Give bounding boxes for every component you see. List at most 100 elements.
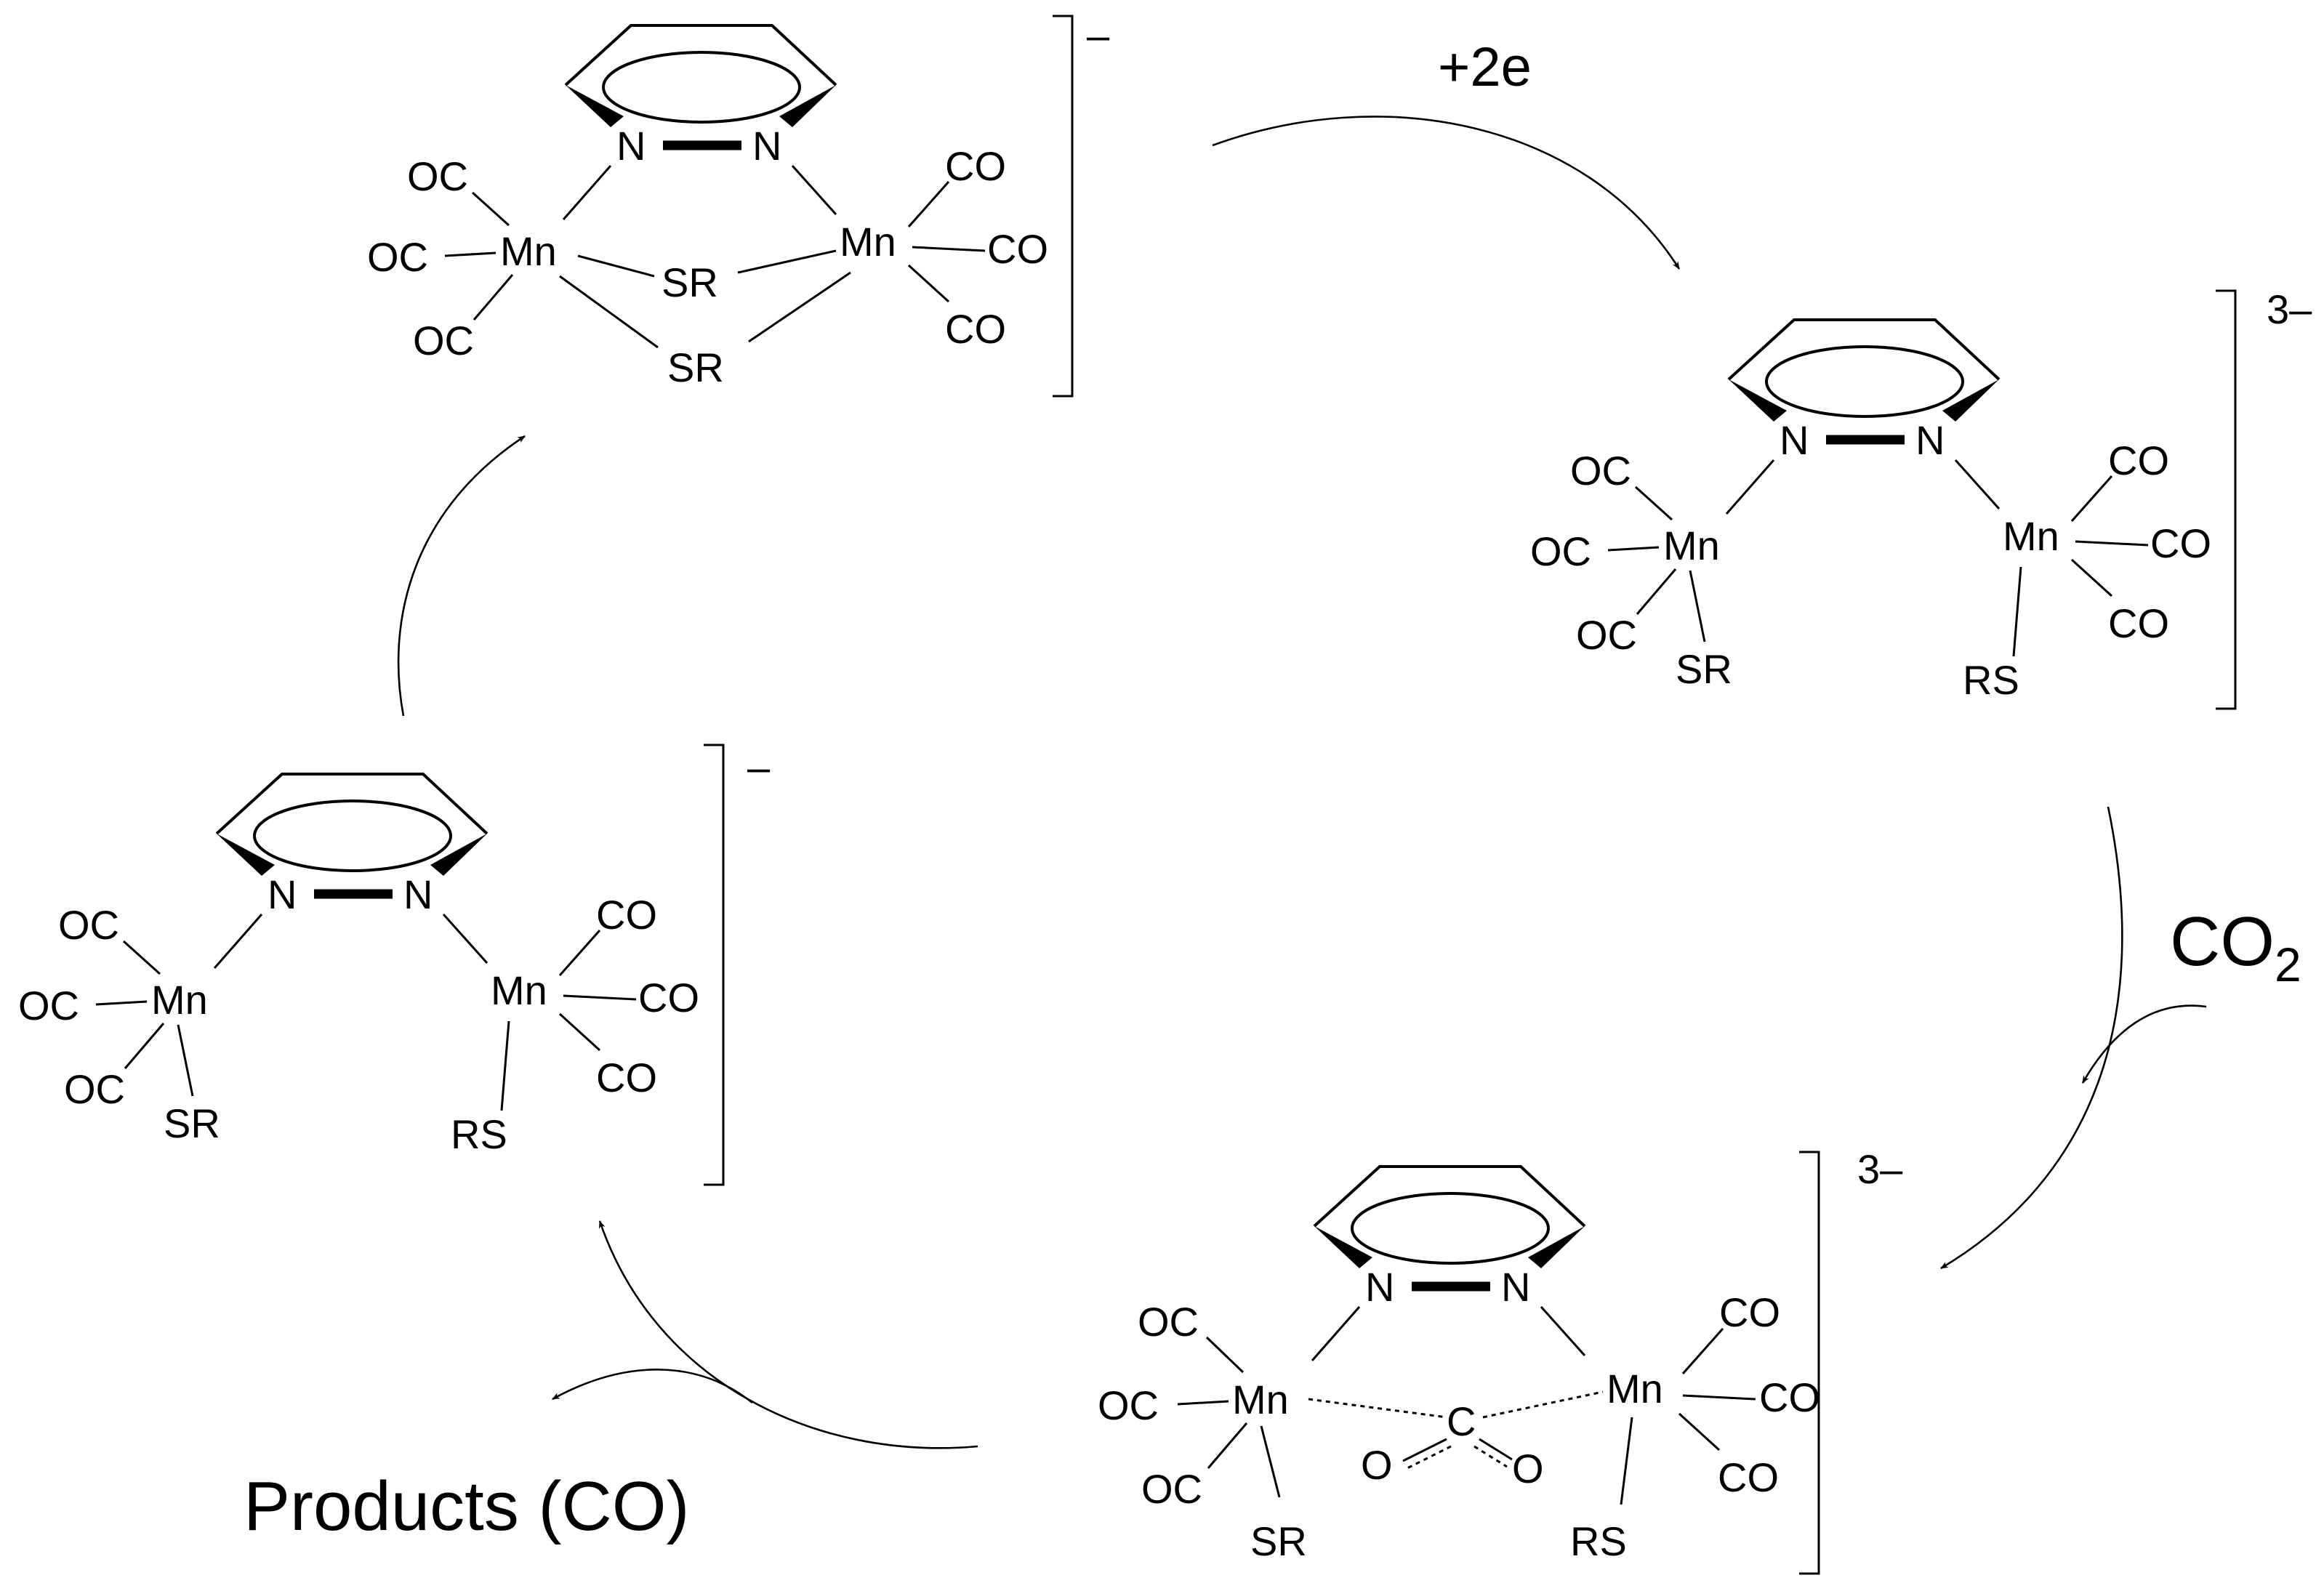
bond-mn-co-2	[1682, 1394, 1756, 1401]
co2-label: CO2	[2170, 903, 2301, 991]
ligand-co-3: CO	[945, 306, 1006, 352]
arrow-top-to-right	[1212, 116, 1681, 270]
bridge-sr-2: SR	[667, 345, 724, 390]
atom-mn-right: Mn	[1607, 1366, 1663, 1411]
co2-label-main: CO	[2170, 903, 2275, 980]
bond-mn-rs	[1620, 1417, 1633, 1505]
ligand-co-2: CO	[987, 226, 1048, 272]
atom-n-right: N	[403, 871, 433, 917]
bond-mn-sr	[1689, 570, 1706, 643]
charge-label: 3–	[1857, 1146, 1903, 1192]
bond-mn-oc-3	[124, 1023, 165, 1069]
atom-n-left: N	[1365, 1264, 1394, 1310]
bond-mn-co-1	[558, 930, 601, 976]
bond-mn-oc-2	[1177, 1400, 1229, 1406]
products-label: Products (CO)	[244, 1467, 689, 1545]
co2-carbon: C	[1447, 1398, 1476, 1444]
bond-mn-co-2	[563, 994, 637, 1001]
bond-mn-oc-3	[1207, 1422, 1248, 1469]
ring-aromatic-circle	[602, 51, 801, 124]
electrons-label: +2e	[1438, 36, 1532, 98]
ring-outline	[1727, 318, 2001, 381]
bond-sr1-mn-right	[737, 249, 837, 274]
ligand-oc-2: OC	[1530, 528, 1591, 574]
ligand-co-1: CO	[2108, 438, 2169, 483]
charge-bracket	[1053, 15, 1074, 398]
atom-mn-right: Mn	[491, 967, 547, 1013]
ligand-oc-2: OC	[18, 983, 79, 1028]
bond-mn-co-3	[2070, 558, 2113, 597]
wedge-left	[566, 85, 624, 127]
atom-n-left: N	[268, 871, 297, 917]
ligand-co-3: CO	[2108, 600, 2169, 646]
charge-bracket	[704, 744, 725, 1186]
bond-mn-oc-1	[1634, 486, 1673, 521]
ligand-co-1: CO	[1719, 1289, 1780, 1335]
ligand-co-3: CO	[1718, 1454, 1779, 1500]
species-top: N N Mn Mn OC OC OC SR SR CO CO CO –	[367, 12, 1110, 398]
bond-mn-sr	[177, 1024, 194, 1097]
wedge-right	[1528, 1226, 1585, 1268]
atom-n-right: N	[1501, 1264, 1530, 1310]
bond-mn-sr-1	[577, 254, 655, 278]
wedge-right	[430, 834, 487, 876]
bond-mn-oc-2	[1607, 546, 1660, 552]
bond-n-mn-left	[1311, 1306, 1361, 1361]
ring-outline	[1313, 1165, 1586, 1228]
bond-mn-co-1	[907, 181, 950, 227]
bond-n-mn-right	[791, 164, 837, 216]
charge-bracket	[1799, 1151, 1820, 1575]
wedge-left	[1729, 379, 1787, 422]
arrow-right-to-bottom	[1940, 806, 2123, 1270]
ligand-co-2: CO	[2150, 520, 2211, 566]
bond-c-mn-right	[1482, 1390, 1604, 1419]
ligand-oc-2: OC	[367, 234, 428, 280]
ligand-co-1: CO	[596, 892, 657, 938]
bond-mn-rs	[500, 1020, 510, 1111]
ligand-co-2: CO	[1759, 1374, 1820, 1420]
charge-label: –	[1087, 12, 1110, 58]
bond-n-mn-right	[442, 913, 488, 964]
ligand-oc-3: OC	[1141, 1466, 1202, 1512]
atom-n-right: N	[1915, 417, 1945, 463]
thiolate-rs: RS	[1570, 1518, 1627, 1564]
arrow-left-to-top	[397, 435, 526, 717]
bond-c-o-2-partial	[1473, 1445, 1508, 1468]
bond-mn-oc-1	[471, 191, 510, 227]
bond-c-o-1-partial	[1407, 1445, 1452, 1470]
bridge-sr-1: SR	[662, 259, 718, 305]
atom-n-left: N	[1780, 417, 1809, 463]
charge-label: 3–	[2267, 286, 2312, 332]
atom-mn-left: Mn	[1232, 1377, 1289, 1422]
ligand-co-3: CO	[596, 1055, 657, 1100]
ring-aromatic-circle	[253, 799, 452, 872]
charge-bracket	[2216, 289, 2237, 710]
bond-n-mn-left	[1725, 459, 1775, 515]
bond-mn-c-left	[1308, 1398, 1447, 1419]
bond-mn-co-3	[907, 264, 950, 303]
bond-mn-oc-1	[1205, 1336, 1245, 1374]
ligand-oc-1: OC	[1570, 448, 1631, 494]
ligand-oc-3: OC	[413, 318, 474, 363]
ligand-co-2: CO	[638, 975, 699, 1020]
bond-mn-oc-1	[122, 940, 161, 975]
bond-c-o-1	[1402, 1438, 1447, 1462]
bond-mn-co-1	[1681, 1328, 1724, 1374]
bond-n-mn-left	[213, 914, 263, 969]
bond-c-o-2	[1479, 1438, 1513, 1461]
arrow-products-exit	[552, 1369, 753, 1404]
bond-n-mn-right	[1954, 459, 2001, 510]
bond-mn-co-3	[1678, 1412, 1721, 1451]
species-right: N N Mn Mn OC OC OC SR RS CO CO CO 3–	[1530, 286, 2312, 710]
species-left: N N Mn Mn OC OC OC SR RS CO CO CO –	[18, 744, 771, 1186]
bond-mn-rs	[2012, 566, 2022, 657]
ligand-oc-1: OC	[58, 902, 119, 948]
bond-mn-co-2	[2075, 540, 2149, 547]
wedge-left	[217, 834, 275, 876]
wedge-right	[779, 85, 836, 127]
atom-mn-right: Mn	[840, 219, 896, 265]
charge-label: –	[747, 744, 771, 790]
wedge-right	[1942, 379, 1999, 422]
atom-n-right: N	[752, 123, 781, 169]
atom-mn-right: Mn	[2003, 513, 2059, 559]
